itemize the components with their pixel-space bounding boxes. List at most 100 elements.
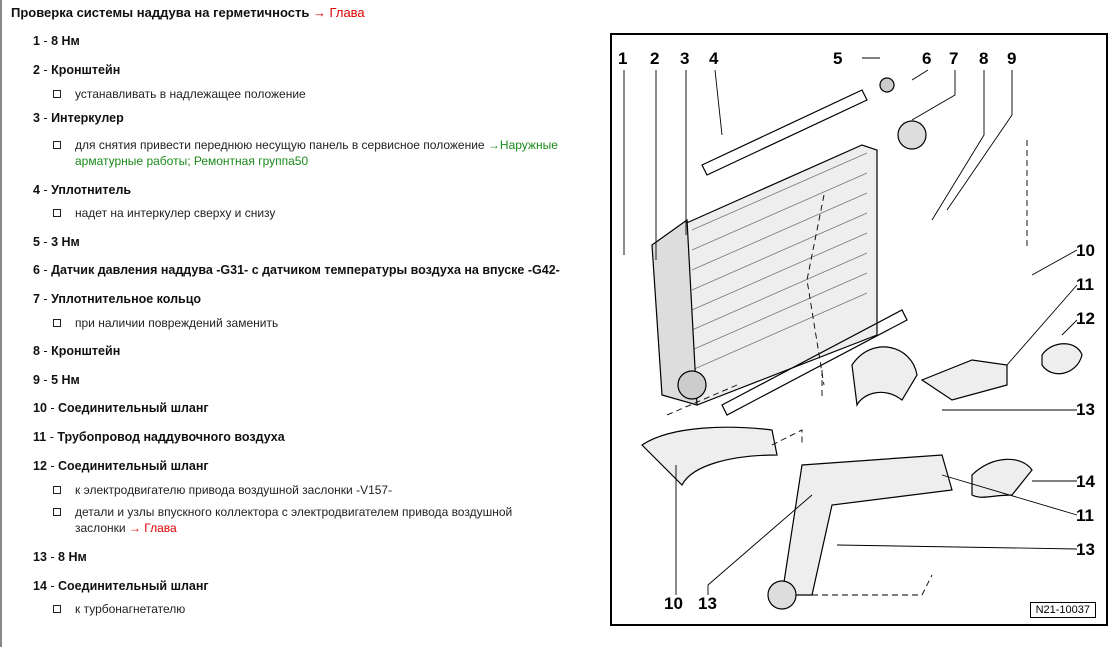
diagram-drawing: [623, 57, 1083, 610]
item-label: Соединительный шланг: [58, 579, 209, 593]
bullet-square-icon: [53, 605, 61, 613]
sep: -: [39, 373, 52, 387]
item-number: 7: [33, 292, 40, 306]
list-item: 12 - Соединительный шланг: [33, 459, 209, 473]
bullet-square-icon: [53, 209, 61, 217]
bullet-text: детали и узлы впускного коллектора с эле…: [75, 505, 513, 535]
list-item: 10 - Соединительный шланг: [33, 401, 209, 415]
item-number: 13: [33, 550, 47, 564]
bullet-square-icon: [53, 486, 61, 494]
item-label: Уплотнитель: [51, 183, 132, 197]
callout-10b: 10: [664, 594, 683, 613]
item-label: Соединительный шланг: [58, 459, 209, 473]
bullet: устанавливать в надлежащее положение: [53, 86, 603, 102]
repair-group-link[interactable]: →Наружные арматурные работы; Ремонтная г…: [75, 138, 558, 168]
sep: -: [46, 401, 59, 415]
sep: -: [46, 550, 59, 564]
title-text: Проверка системы наддува на герметичност…: [11, 5, 310, 20]
item-label: 3 Нм: [51, 235, 80, 249]
callout-12: 12: [1076, 309, 1095, 328]
item-label: Трубопровод наддувочного воздуха: [57, 430, 285, 444]
callout-10: 10: [1076, 241, 1095, 260]
callout-9: 9: [1007, 49, 1017, 68]
callout-14: 14: [1076, 472, 1095, 491]
bullet-text: для снятия привести переднюю несущую пан…: [75, 138, 485, 152]
list-item: 14 - Соединительный шланг: [33, 579, 209, 593]
item-number: 14: [33, 579, 47, 593]
list-item: 9 - 5 Нм: [33, 373, 80, 387]
sep: -: [39, 34, 52, 48]
bullet: к турбонагнетателю: [53, 601, 603, 617]
callout-4: 4: [709, 49, 719, 68]
bullet-text: к турбонагнетателю: [75, 602, 186, 616]
sep: -: [39, 111, 52, 125]
chapter-link[interactable]: → Глава: [312, 5, 365, 20]
page-title: Проверка системы наддува на герметичност…: [11, 5, 365, 20]
list-item: 3 - Интеркулер: [33, 111, 124, 125]
sep: -: [39, 183, 52, 197]
bullet-square-icon: [53, 319, 61, 327]
list-item: 2 - Кронштейн: [33, 63, 120, 77]
item-label: Датчик давления наддува -G31- с датчиком…: [51, 263, 560, 277]
item-number: 6: [33, 263, 40, 277]
bullet-text: надет на интеркулер сверху и снизу: [75, 206, 276, 220]
list-item: 11 - Трубопровод наддувочного воздуха: [33, 430, 285, 444]
item-number: 12: [33, 459, 47, 473]
bullet: для снятия привести переднюю несущую пан…: [53, 137, 603, 169]
bullet-text: к электродвигателю привода воздушной зас…: [75, 483, 393, 497]
callout-7: 7: [949, 49, 959, 68]
item-label: Кронштейн: [51, 344, 121, 358]
callout-8: 8: [979, 49, 989, 68]
intercooler-exploded-diagram: 1 2 3 4 5 6 7 8 9 10 11 12 13 14 11 13 1…: [610, 33, 1108, 626]
list-item: 4 - Уплотнитель: [33, 183, 131, 197]
sep: -: [46, 459, 59, 473]
callout-3: 3: [680, 49, 690, 68]
item-number: 2: [33, 63, 40, 77]
callout-13: 13: [1076, 400, 1095, 419]
bullet-square-icon: [53, 508, 61, 516]
callout-13b: 13: [1076, 540, 1095, 559]
list-item: 8 - Кронштейн: [33, 344, 120, 358]
leader-lines: [623, 57, 1078, 596]
bullet-square-icon: [53, 141, 61, 149]
bullet: к электродвигателю привода воздушной зас…: [53, 482, 603, 498]
list-item: 1 - 8 Нм: [33, 34, 80, 48]
sep: -: [39, 344, 52, 358]
bullet: детали и узлы впускного коллектора с эле…: [53, 504, 563, 536]
item-number: 9: [33, 373, 40, 387]
item-label: Интеркулер: [51, 111, 124, 125]
callout-11b: 11: [1076, 506, 1094, 525]
list-item: 5 - 3 Нм: [33, 235, 80, 249]
callout-5: 5: [833, 49, 843, 68]
sep: -: [46, 430, 58, 444]
item-number: 11: [33, 430, 47, 444]
list-item: 7 - Уплотнительное кольцо: [33, 292, 201, 306]
callout-2: 2: [650, 49, 660, 68]
item-number: 10: [33, 401, 47, 415]
bullet: при наличии повреждений заменить: [53, 315, 603, 331]
item-number: 3: [33, 111, 40, 125]
hoses-drawing: [641, 343, 1083, 610]
item-number: 1: [33, 34, 40, 48]
sep: -: [39, 63, 52, 77]
bullet: надет на интеркулер сверху и снизу: [53, 205, 603, 221]
sep: -: [39, 263, 52, 277]
item-label: 5 Нм: [51, 373, 80, 387]
sep: -: [39, 235, 52, 249]
figure-reference: N21-10037: [1029, 602, 1096, 618]
item-label: 8 Нм: [51, 34, 80, 48]
item-label: Кронштейн: [51, 63, 121, 77]
item-number: 8: [33, 344, 40, 358]
list-item: 6 - Датчик давления наддува -G31- с датч…: [33, 263, 560, 277]
item-label: 8 Нм: [58, 550, 87, 564]
bullet-text: устанавливать в надлежащее положение: [75, 87, 306, 101]
item-label: Уплотнительное кольцо: [51, 292, 202, 306]
sep: -: [39, 292, 52, 306]
item-number: 5: [33, 235, 40, 249]
list-item: 13 - 8 Нм: [33, 550, 87, 564]
intercooler-drawing: [651, 77, 927, 416]
item-label: Соединительный шланг: [58, 401, 209, 415]
bullet-square-icon: [53, 90, 61, 98]
bullet-text: при наличии повреждений заменить: [75, 316, 279, 330]
chapter-link[interactable]: → Глава: [128, 521, 177, 535]
